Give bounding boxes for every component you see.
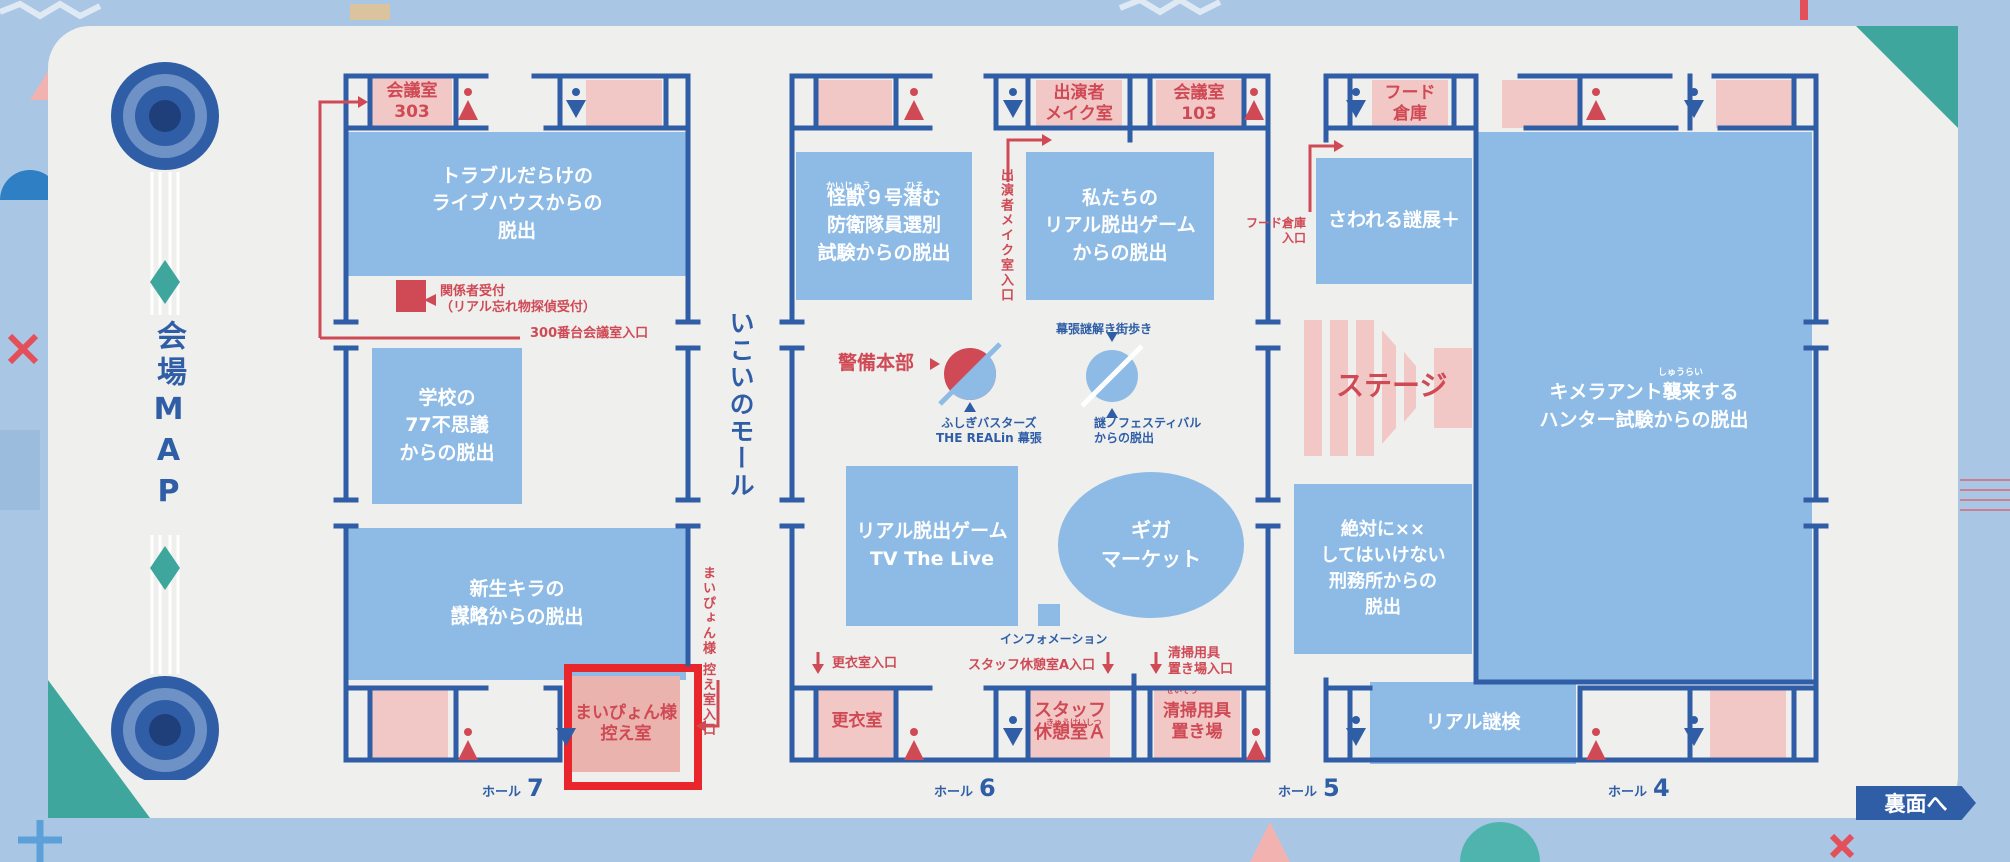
diamond-icon	[150, 260, 180, 304]
room-seisou-okiba[interactable]: 清掃用具 置き場	[1154, 686, 1240, 758]
restroom-area	[372, 688, 448, 758]
restroom-area	[1710, 688, 1786, 758]
wave-decoration	[1118, 0, 1222, 16]
female-restroom-icon	[458, 740, 478, 760]
walkway-label: いこいのモール	[726, 310, 755, 499]
flip-side-button[interactable]: 裏面へ	[1856, 786, 1976, 820]
male-restroom-icon	[556, 728, 576, 746]
information-desk[interactable]	[1038, 604, 1060, 626]
staff-entrance-label: スタッフ休憩室A入口	[968, 658, 1096, 673]
stage-label: ステージ	[1336, 369, 1448, 402]
male-restroom-icon	[1346, 100, 1366, 118]
stage-platform	[1434, 348, 1472, 428]
restroom-area	[1502, 80, 1578, 128]
room-food-soko[interactable]: フード 倉庫	[1372, 80, 1448, 128]
security-hq-icon	[938, 342, 1002, 412]
red-stripe-decoration	[1960, 479, 2010, 511]
make-entrance-label: 出演者メイク室入口	[998, 168, 1013, 303]
room-absolutely[interactable]: 絶対に×× してはいけない 刑務所からの 脱出	[1294, 484, 1472, 654]
diamond-icon	[150, 546, 180, 590]
x-decoration	[7, 333, 39, 365]
female-restroom-icon	[1586, 100, 1606, 120]
room-our-escape[interactable]: 私たちの リアル脱出ゲーム からの脱出	[1026, 152, 1214, 300]
room-koishitsu[interactable]: 更衣室	[818, 686, 896, 758]
male-restroom-icon	[1684, 728, 1704, 746]
info-label: インフォメーション	[1000, 632, 1108, 646]
chimera-ruby: しゅうらい	[1658, 368, 1704, 378]
room-shutsuensha-make[interactable]: 出演者 メイク室	[1036, 80, 1122, 128]
kira-ruby: ぼうりゃく	[452, 606, 498, 616]
room-maipyon-hikaeshitsu[interactable]: まいぴょん様 控え室	[572, 676, 680, 772]
female-restroom-icon	[904, 100, 924, 120]
dot-pattern-decoration	[0, 430, 40, 510]
red-cross-decoration	[1800, 0, 1808, 20]
room-kira[interactable]: 新生キラの 謀略からの脱出	[348, 528, 686, 680]
seisou-entrance-label: 清掃用具 置き場入口	[1168, 646, 1234, 678]
entrance-300-label: 300番台会議室入口	[530, 326, 649, 341]
restroom-area	[816, 80, 892, 128]
nazo-fes-icon	[1080, 332, 1144, 418]
restroom-area	[586, 80, 662, 128]
female-restroom-icon	[458, 100, 478, 120]
female-restroom-icon	[904, 740, 924, 760]
kankeisha-reception-desk	[396, 280, 426, 312]
female-restroom-icon	[1586, 740, 1606, 760]
room-real-escape-tv[interactable]: リアル脱出ゲーム TV The Live	[846, 466, 1018, 626]
room-chimera[interactable]: キメラアント襲来する ハンター試験からの脱出	[1476, 132, 1812, 682]
room-kaigishitsu-103[interactable]: 会議室 103	[1156, 80, 1242, 128]
binder-ring-bottom	[111, 676, 219, 780]
nazo-fes-label: 謎ノフェスティバル からの脱出	[1094, 416, 1202, 445]
room-kaigishitsu-303[interactable]: 会議室 303	[372, 76, 452, 128]
kaiju-ruby: かいじゅう	[826, 182, 872, 192]
binder-spine	[111, 62, 219, 780]
maipyon-entrance-label: まいぴょん様 控え室入口	[700, 566, 715, 738]
stage-seating	[1304, 320, 1416, 456]
food-entrance-label: フード倉庫 入口	[1246, 216, 1307, 245]
entrance-arrows	[318, 96, 1344, 732]
kankeisha-label: 関係者受付 （リアル忘れ物探偵受付）	[440, 284, 596, 316]
room-staff-kyukei[interactable]: スタッフ 休憩室Ａ	[1030, 686, 1110, 758]
restroom-area	[1716, 80, 1792, 128]
female-restroom-icon	[1244, 100, 1264, 120]
orange-stripe-decoration	[350, 4, 390, 20]
female-restroom-icon	[1246, 740, 1266, 760]
wave-decoration	[0, 0, 102, 20]
male-restroom-icon	[1684, 100, 1704, 118]
koishitsu-entrance-label: 更衣室入口	[832, 656, 898, 671]
room-school-77[interactable]: 学校の 77不思議 からの脱出	[372, 348, 522, 504]
room-real-nazoken[interactable]: リアル謎検	[1370, 682, 1576, 764]
blue-halfcircle-decoration	[0, 170, 60, 200]
pink-triangle-decoration	[1250, 822, 1290, 862]
x-decoration	[1829, 833, 1855, 859]
teal-halfcircle-decoration	[1460, 822, 1540, 862]
makuhari-nazotoki-label: 幕張謎解き街歩き	[1056, 322, 1153, 336]
male-restroom-icon	[566, 100, 586, 118]
plus-decoration	[18, 820, 62, 862]
restroom-icons	[458, 88, 1704, 760]
room-giga-market[interactable]: ギガ マーケット	[1058, 472, 1244, 618]
keibi-label: 警備本部	[838, 352, 915, 374]
room-kaiju[interactable]: 怪獣９号潜む 防衛隊員選別 試験からの脱出	[796, 152, 972, 300]
staff-ruby: きゅうけいしつ	[1046, 718, 1102, 727]
binder-ring-top	[111, 62, 219, 170]
room-sawareru[interactable]: さわれる謎展＋	[1316, 158, 1472, 284]
male-restroom-icon	[1003, 100, 1023, 118]
map-title: 会場MAP	[151, 320, 186, 515]
fushigi-busters-label: ふしぎバスターズ THE REALin 幕張	[936, 416, 1042, 445]
male-restroom-icon	[1346, 728, 1366, 746]
male-restroom-icon	[1003, 728, 1023, 746]
room-trouble-livehouse[interactable]: トラブルだらけの ライブハウスからの 脱出	[348, 132, 686, 276]
kaiju-ruby: ひそ	[906, 182, 925, 192]
